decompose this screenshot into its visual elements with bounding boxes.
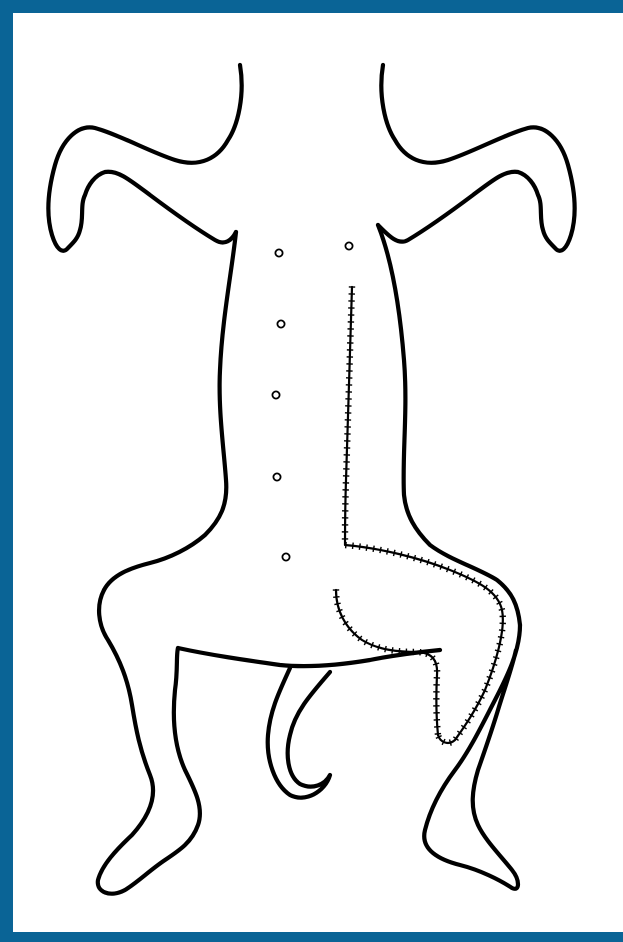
suture-tick bbox=[333, 597, 339, 598]
suture-tick bbox=[378, 644, 380, 650]
suture-tick bbox=[420, 557, 422, 563]
suture-tick bbox=[414, 555, 416, 561]
suture-tick bbox=[427, 559, 429, 565]
left-hindlimb-outline bbox=[98, 590, 200, 894]
suture-tick bbox=[392, 647, 393, 653]
left-forelimb-outline bbox=[48, 65, 241, 251]
suture-tick bbox=[407, 553, 409, 559]
suture-tick bbox=[399, 648, 400, 654]
suture-tick bbox=[400, 551, 402, 557]
suture-tick bbox=[359, 543, 360, 549]
left-torso-outline bbox=[104, 232, 236, 590]
suture-tick bbox=[346, 542, 347, 548]
body-outline-group bbox=[48, 65, 574, 894]
suture-tick bbox=[489, 670, 495, 672]
suture-tick bbox=[450, 739, 452, 745]
suture-tick bbox=[493, 657, 499, 659]
suture-tick bbox=[498, 637, 504, 638]
suture-tick bbox=[385, 646, 386, 652]
port-marker bbox=[272, 391, 279, 398]
port-marker bbox=[275, 249, 282, 256]
port-marker bbox=[345, 242, 352, 249]
suture-tick bbox=[380, 547, 381, 553]
suture-tick bbox=[499, 630, 505, 631]
suture-tick bbox=[499, 609, 505, 611]
suture-tick bbox=[373, 546, 374, 552]
midline-to-flank-incision bbox=[342, 287, 506, 746]
port-markers bbox=[272, 242, 352, 560]
suture-tick bbox=[433, 663, 439, 665]
right-forelimb-outline bbox=[378, 65, 575, 251]
suture-tick bbox=[366, 544, 367, 550]
suture-tick bbox=[435, 734, 441, 735]
incision-line bbox=[345, 287, 503, 743]
suture-tick bbox=[491, 663, 497, 665]
suture-tick bbox=[497, 643, 503, 644]
suture-tick bbox=[420, 649, 421, 655]
right-torso-outline bbox=[378, 225, 520, 625]
suture-ticks bbox=[342, 287, 506, 746]
suture-tick bbox=[495, 650, 501, 652]
suture-tick bbox=[352, 543, 353, 549]
suture-tick bbox=[434, 561, 436, 567]
port-marker bbox=[273, 473, 280, 480]
port-marker bbox=[282, 553, 289, 560]
port-marker bbox=[277, 320, 284, 327]
suture-tick bbox=[334, 603, 340, 604]
suture-tick bbox=[387, 548, 388, 554]
tail-outline bbox=[268, 668, 330, 798]
right-hindlimb-outline bbox=[424, 625, 520, 889]
suture-tick bbox=[394, 550, 395, 556]
